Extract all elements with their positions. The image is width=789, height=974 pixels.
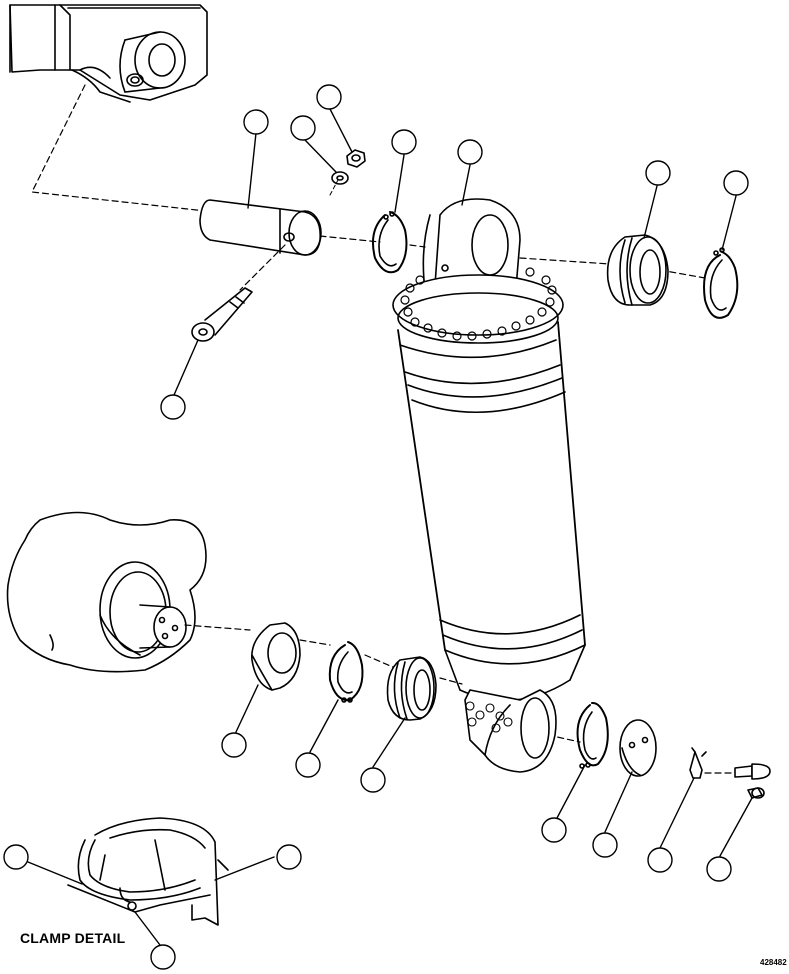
leader-bracket xyxy=(31,84,216,213)
callout-clamp-screw xyxy=(150,944,176,970)
callout-pin xyxy=(243,109,269,135)
bearing-upper-part xyxy=(606,234,669,306)
washer-part xyxy=(331,171,349,185)
clamp-detail xyxy=(67,817,229,926)
spacer-part xyxy=(251,622,301,691)
callout-bolt-lower xyxy=(706,856,732,882)
callout-bolt-upper xyxy=(160,394,186,420)
upper-mount-bracket xyxy=(9,4,208,103)
figure-number: 428482 xyxy=(760,958,787,967)
retainer-plate-part xyxy=(619,719,657,777)
callout-snap-ring-upper-left xyxy=(391,129,417,155)
bolt-lower-part xyxy=(734,763,771,799)
lower-mount xyxy=(6,511,207,673)
callout-clamp-band xyxy=(3,844,29,870)
snap-ring-lower-right-part xyxy=(576,701,609,769)
nut-part xyxy=(346,149,366,168)
callout-cylinder xyxy=(457,139,483,165)
callout-retainer-plate xyxy=(592,832,618,858)
pin-part xyxy=(199,199,322,256)
callout-bearing-upper xyxy=(645,160,671,186)
rod-eye xyxy=(464,689,557,773)
snap-ring-upper-left-part xyxy=(372,211,408,274)
callout-washer xyxy=(290,115,316,141)
callout-circles xyxy=(3,84,749,970)
callout-nut xyxy=(316,84,342,110)
upper-axis-line xyxy=(319,235,706,279)
lower-axis-line xyxy=(184,624,736,774)
callout-clamp-bracket xyxy=(276,844,302,870)
callout-lock-tab xyxy=(647,847,673,873)
callout-snap-ring-lower-right xyxy=(541,817,567,843)
bolt-upper-part xyxy=(191,287,253,342)
bearing-lower-part xyxy=(386,656,437,721)
snap-ring-lower-left-part xyxy=(328,641,364,703)
callout-spacer xyxy=(221,732,247,758)
clamp-detail-label: CLAMP DETAIL xyxy=(20,930,126,946)
snap-ring-upper-right-part xyxy=(703,247,739,319)
callout-bearing-lower xyxy=(360,767,386,793)
callout-leaders xyxy=(27,108,753,946)
cylinder-part xyxy=(392,198,586,702)
callout-snap-ring-lower-left xyxy=(295,752,321,778)
lock-tab-part xyxy=(689,747,707,779)
callout-snap-ring-upper-right xyxy=(723,170,749,196)
